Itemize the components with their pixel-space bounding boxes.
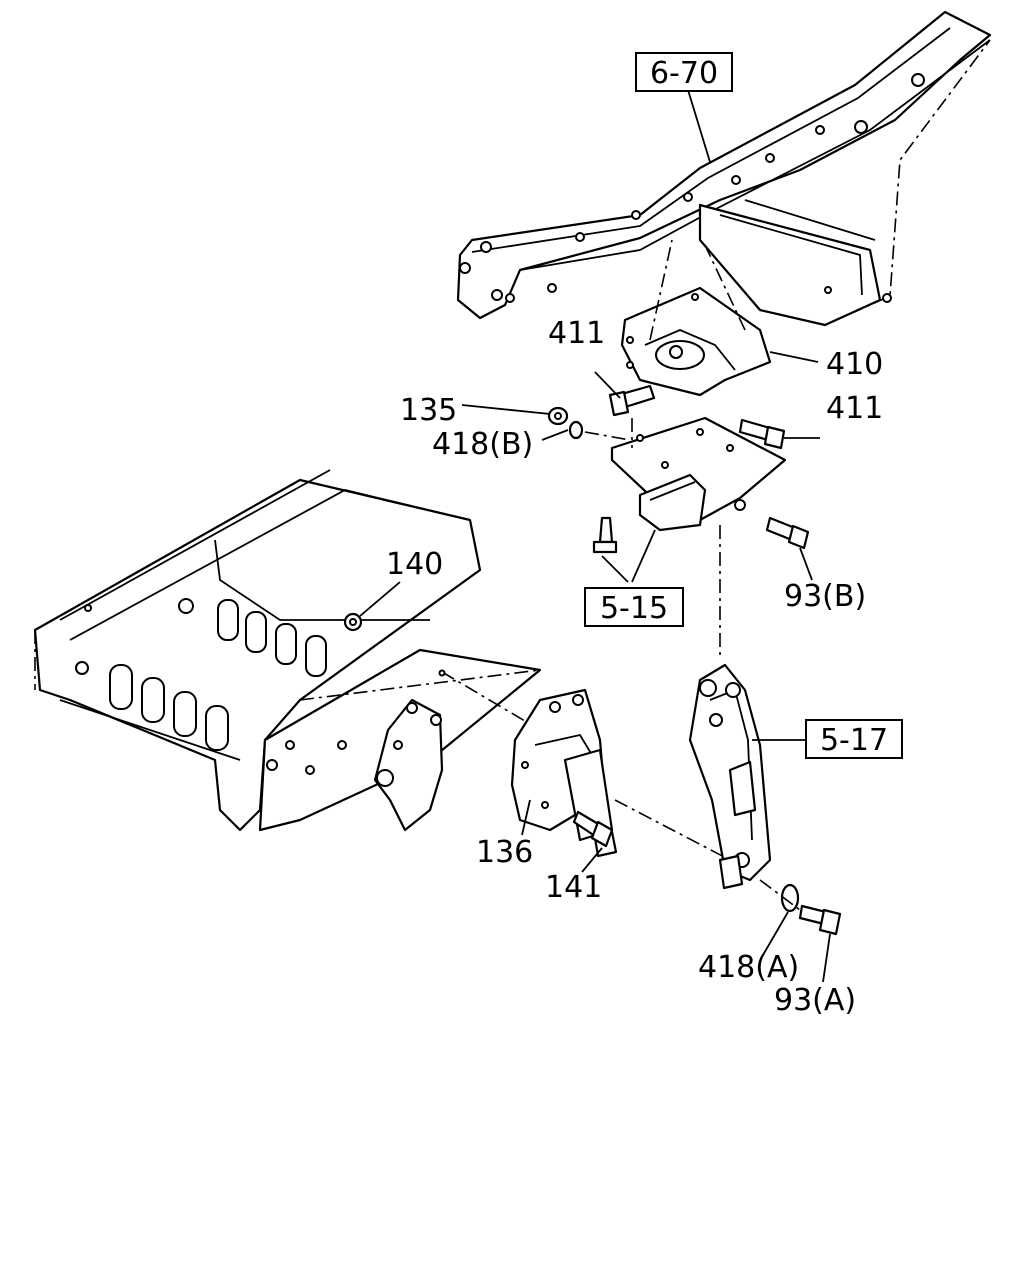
leader-lines: [359, 89, 831, 983]
washer-418b: [568, 420, 584, 440]
washer-418a: [780, 883, 800, 913]
callout-140: 140: [386, 547, 443, 582]
bolt-141: [572, 810, 614, 848]
callout-141: 141: [545, 870, 602, 905]
pin-marker: [438, 669, 446, 677]
callout-93a: 93(A): [774, 983, 856, 1018]
axis-line-93a: [759, 879, 801, 911]
nut-140: [343, 612, 363, 632]
callout-418a: 418(A): [698, 950, 799, 985]
bolt-411-left: [608, 384, 656, 417]
ref-label-5-15: 5-15: [600, 591, 668, 626]
shackle-5-17: [688, 663, 772, 890]
bolt-93b: [765, 516, 810, 550]
lower-frame-rail: [33, 469, 542, 832]
callout-93b: 93(B): [784, 579, 866, 614]
nut-135: [547, 406, 569, 426]
mid-bracket-5-15: [592, 416, 787, 660]
bolt-411-right: [738, 418, 786, 450]
callout-418b: 418(B): [432, 427, 533, 462]
axis-line-136: [441, 671, 531, 725]
callout-410: 410: [826, 347, 883, 382]
ref-box-5-17: 5-17: [805, 719, 903, 759]
ref-box-5-15: 5-15: [584, 587, 684, 627]
ref-box-6-70: 6-70: [635, 52, 733, 92]
upper-frame-rail: [456, 10, 992, 327]
lower-rail-bracket: [373, 698, 444, 832]
callout-136: 136: [476, 835, 533, 870]
axis-line-418b: [584, 431, 631, 441]
ref-label-6-70: 6-70: [650, 56, 718, 91]
upper-bracket-410: [620, 239, 772, 397]
ref-label-5-17: 5-17: [820, 723, 888, 758]
callout-411-left: 411: [548, 316, 605, 351]
callout-411-right: 411: [826, 391, 883, 426]
bolt-93a: [798, 904, 842, 936]
callout-135: 135: [400, 393, 457, 428]
